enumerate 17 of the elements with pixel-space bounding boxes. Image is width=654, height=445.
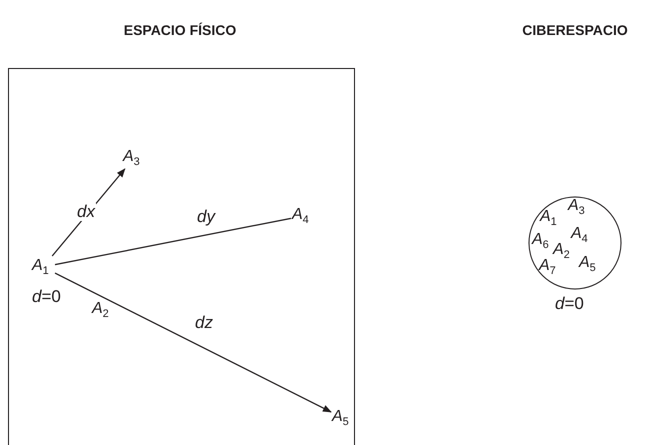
- point-label: A$_{1}$: [31, 256, 55, 278]
- point-label: A$_{5}$: [578, 253, 602, 275]
- point-label: A$_{6}$: [531, 230, 555, 252]
- point-label: A$_{2}$: [91, 299, 115, 321]
- arrow: [54, 272, 332, 412]
- edge-label: dx: [76, 203, 96, 221]
- edge-label: dy: [196, 208, 216, 226]
- point-label: A$_{4}$: [291, 205, 315, 227]
- distance-label: d=0: [555, 294, 584, 314]
- point-label: A$_{3}$: [122, 147, 146, 169]
- section-heading: ESPACIO FÍSICO: [124, 22, 236, 38]
- distance-label: d=0: [32, 287, 61, 307]
- point-label: A$_{5}$: [331, 407, 355, 429]
- point-label: A$_{1}$: [539, 207, 563, 229]
- point-label: A$_{3}$: [567, 196, 591, 218]
- section-heading: CIBERESPACIO: [522, 22, 628, 38]
- arrow: [52, 168, 126, 256]
